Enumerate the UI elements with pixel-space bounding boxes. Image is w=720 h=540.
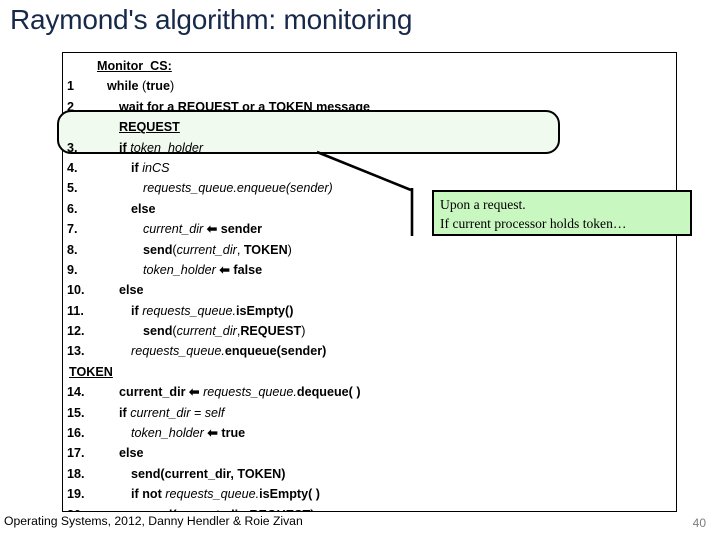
callout-line-1: Upon a request. xyxy=(440,197,526,212)
line-number: 17. xyxy=(67,446,85,461)
section-label-request: REQUEST xyxy=(119,120,180,135)
code-line: 15. if current_dir = self xyxy=(63,403,676,423)
code-line: 7. current_dir ⬅ sender xyxy=(63,219,676,239)
code-line: 14. current_dir ⬅ requests_queue.dequeue(… xyxy=(63,382,676,402)
code-text: else xyxy=(131,201,156,216)
line-number: 18. xyxy=(67,466,85,481)
code-text: else xyxy=(119,283,144,298)
code-line-section-request: REQUEST xyxy=(63,117,676,137)
code-text: send(current_dir, TOKEN) xyxy=(131,466,286,481)
code-text: else xyxy=(119,446,144,461)
line-number: 19. xyxy=(67,487,85,502)
code-line: 12. send(current_dir,REQUEST) xyxy=(63,321,676,341)
code-text: send(current_dir, REQUEST) xyxy=(97,505,314,511)
code-line: 11. if requests_queue.isEmpty() xyxy=(63,301,676,321)
code-line: 8. send(current_dir, TOKEN) xyxy=(63,240,676,260)
footer-credit: Operating Systems, 2012, Danny Hendler &… xyxy=(4,514,303,528)
line-number: 4. xyxy=(67,160,78,175)
request-section-highlight xyxy=(57,110,560,154)
code-line: 5. requests_queue.enqueue(sender) xyxy=(63,178,676,198)
line-number: 1 xyxy=(67,79,75,94)
line-number: 2 xyxy=(67,99,75,114)
code-text: if requests_queue.isEmpty() xyxy=(131,303,294,318)
line-number: 6. xyxy=(67,201,78,216)
line-number: 3. xyxy=(67,140,78,155)
line-number: 14. xyxy=(67,385,85,400)
code-text: while (true) xyxy=(107,79,175,94)
code-text: if not requests_queue.isEmpty( ) xyxy=(131,487,320,502)
section-label-token: TOKEN xyxy=(69,364,113,379)
code-line: 6. else xyxy=(63,199,676,219)
code-line: 16. token_holder ⬅ true xyxy=(63,423,676,443)
code-line: 18. send(current_dir, TOKEN) xyxy=(63,464,676,484)
code-text: token_holder ⬅ false xyxy=(143,262,263,277)
line-number: 7. xyxy=(67,222,78,237)
code-line: 1 while (true) xyxy=(63,76,676,96)
monitor-cs-header: Monitor_CS: xyxy=(97,59,172,73)
line-number: 15. xyxy=(67,405,85,420)
line-number: 10. xyxy=(67,283,85,298)
line-number: 12. xyxy=(67,324,85,339)
code-text: requests_queue.enqueue(sender) xyxy=(131,344,327,359)
code-text: current_dir ⬅ requests_queue.dequeue( ) xyxy=(119,385,361,400)
code-line: 9. token_holder ⬅ false xyxy=(63,260,676,280)
code-line-section-token: TOKEN xyxy=(63,362,676,382)
line-number: 9. xyxy=(67,262,78,277)
code-text: if inCS xyxy=(131,160,170,175)
line-number: 11. xyxy=(67,303,84,318)
line-number: 13. xyxy=(67,344,85,359)
code-text: if current_dir = self xyxy=(119,405,225,420)
code-text: send(current_dir,REQUEST) xyxy=(143,324,306,339)
code-text: requests_queue.enqueue(sender) xyxy=(143,181,333,196)
callout-line-2: If current processor holds token… xyxy=(440,216,627,231)
code-line: 13. requests_queue.enqueue(sender) xyxy=(63,341,676,361)
code-text: if token_holder xyxy=(119,140,204,155)
line-number: 5. xyxy=(67,181,78,196)
code-line: 3. if token_holder xyxy=(63,138,676,158)
page-number: 40 xyxy=(692,516,706,530)
code-line: 19. if not requests_queue.isEmpty( ) xyxy=(63,484,676,504)
code-line: 10. else xyxy=(63,280,676,300)
page-title: Raymond's algorithm: monitoring xyxy=(10,4,413,35)
code-text: current_dir ⬅ sender xyxy=(143,222,263,237)
line-number: 16. xyxy=(67,426,85,441)
line-number: 8. xyxy=(67,242,78,257)
code-line: 4. if inCS xyxy=(63,158,676,178)
callout-box: Upon a request. If current processor hol… xyxy=(432,190,692,236)
line-number: 20. xyxy=(63,505,97,511)
code-line-header: Monitor_CS: xyxy=(63,56,676,76)
code-line: 17. else xyxy=(63,443,676,463)
code-text: token_holder ⬅ true xyxy=(131,426,246,441)
code-text: send(current_dir, TOKEN) xyxy=(143,242,292,257)
code-line: 20.send(current_dir, REQUEST) xyxy=(63,505,676,511)
